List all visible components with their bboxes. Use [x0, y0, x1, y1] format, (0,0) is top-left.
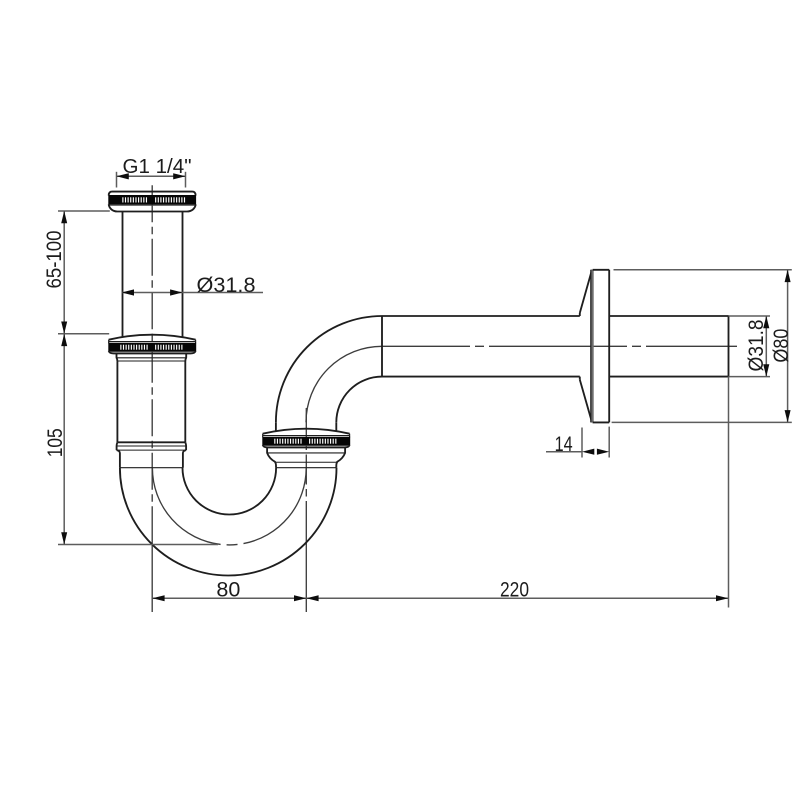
svg-text:65-100: 65-100	[42, 230, 66, 288]
svg-text:G1 1/4": G1 1/4"	[123, 156, 192, 178]
svg-text:Ø80: Ø80	[769, 329, 793, 363]
svg-text:105: 105	[43, 428, 67, 457]
svg-text:80: 80	[216, 577, 240, 601]
svg-text:Ø31.8: Ø31.8	[744, 319, 768, 371]
svg-text:14: 14	[555, 432, 573, 456]
svg-text:Ø31.8: Ø31.8	[197, 273, 256, 297]
svg-text:220: 220	[500, 578, 529, 602]
